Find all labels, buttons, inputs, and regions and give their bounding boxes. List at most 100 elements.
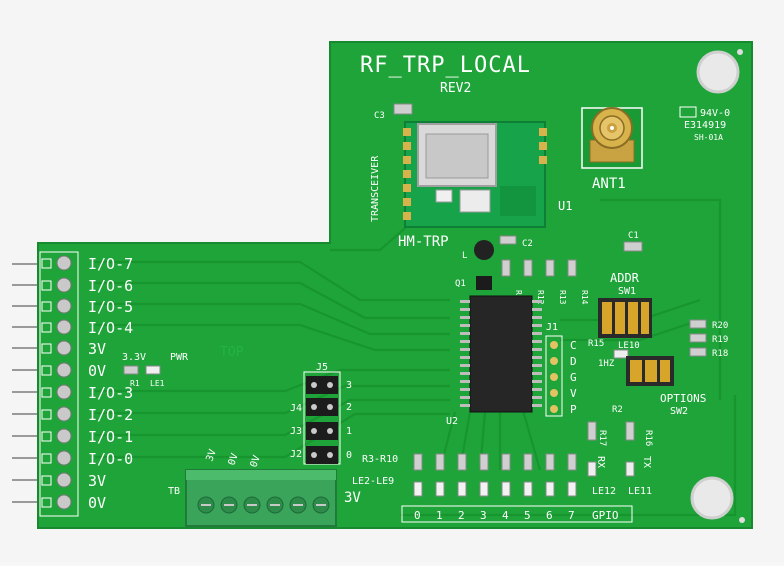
mounting-hole xyxy=(690,476,734,520)
j1-pin-p: P xyxy=(570,403,577,416)
gpio-num: 6 xyxy=(546,509,553,522)
io-label: 0V xyxy=(88,362,106,380)
c1-ref: C1 xyxy=(628,231,639,241)
j1-pin-c: C xyxy=(570,339,577,352)
screw-terminal-block[interactable] xyxy=(185,469,337,527)
r15-ref: R15 xyxy=(588,339,604,349)
terminal-labels: 3V 0V 0V xyxy=(204,448,262,469)
terminal-label: 3V xyxy=(204,448,218,463)
power-r1: R1 xyxy=(130,379,140,388)
board-revision: REV2 xyxy=(440,81,471,96)
antenna-connector xyxy=(581,107,643,169)
io-label: I/O-7 xyxy=(88,255,133,273)
ul-mark: 94V-0 xyxy=(700,108,730,119)
j3-ref: J3 xyxy=(290,426,302,437)
j2-ref: J2 xyxy=(290,449,302,460)
board-title: RF_TRP_LOCAL xyxy=(360,53,531,78)
power-led xyxy=(145,365,161,375)
module-cap-ref: C3 xyxy=(374,111,385,121)
rf-module xyxy=(404,121,546,228)
resistors-r18-r20 xyxy=(689,319,707,357)
options-sw-ref: SW2 xyxy=(670,406,688,417)
module-pads xyxy=(403,128,547,220)
le10-ref: LE10 xyxy=(618,341,640,351)
r20-ref: R20 xyxy=(712,321,728,331)
gpio-leds xyxy=(413,481,577,497)
gpio-num: 3 xyxy=(480,509,487,522)
resistors-r11-r14 xyxy=(501,259,577,277)
c2-ref: C2 xyxy=(522,239,533,249)
power-voltage: 3.3V xyxy=(122,352,146,363)
module-side-label: TRANSCEIVER xyxy=(370,155,381,222)
transistor-q1 xyxy=(476,276,492,290)
ul-code: SH-01A xyxy=(694,133,723,142)
io-label: I/O-6 xyxy=(88,277,133,295)
module-ref: U1 xyxy=(558,199,572,213)
r14-ref: R14 xyxy=(580,290,589,305)
io-label: 3V xyxy=(88,472,106,490)
q1-ref: Q1 xyxy=(455,279,466,289)
antenna-ref: ANT1 xyxy=(592,176,626,192)
ul-file: E314919 xyxy=(684,120,726,131)
u2-ref: U2 xyxy=(446,416,458,427)
io-label: I/O-3 xyxy=(88,384,133,402)
jumper-num-1: 1 xyxy=(346,426,352,437)
led-bank-leds: LE2-LE9 xyxy=(352,476,394,487)
jumper-num-2: 2 xyxy=(346,402,352,413)
power-le1: LE1 xyxy=(150,379,165,388)
io-labels: I/O-7 I/O-6 I/O-5 I/O-4 3V 0V I/O-3 I/O-… xyxy=(88,255,133,512)
led-le12 xyxy=(587,461,597,477)
tx-label: TX xyxy=(641,456,652,468)
io-header xyxy=(39,251,79,517)
r16-ref: R16 xyxy=(643,430,653,446)
addr-label: ADDR xyxy=(610,271,640,285)
terminal-label: 0V xyxy=(248,454,262,469)
io-label: 3V xyxy=(88,340,106,358)
io-label: I/O-2 xyxy=(88,406,133,424)
j1-pin-d: D xyxy=(570,355,577,368)
gpio-resistors xyxy=(413,453,577,471)
inductor xyxy=(474,240,494,260)
gpio-num: 2 xyxy=(458,509,465,522)
le12-ref: LE12 xyxy=(592,486,616,497)
led-le11 xyxy=(625,461,635,477)
jumper-num-0: 0 xyxy=(346,450,352,461)
addr-sw-ref: SW1 xyxy=(618,286,636,297)
jumper-block[interactable] xyxy=(303,371,341,465)
module-name: HM-TRP xyxy=(398,234,449,250)
gpio-num: 5 xyxy=(524,509,531,522)
r13-ref: R13 xyxy=(558,290,567,305)
options-label: OPTIONS xyxy=(660,392,706,405)
top-label: TOP xyxy=(220,345,244,360)
gpio-num: 4 xyxy=(502,509,509,522)
r18-ref: R18 xyxy=(712,349,728,359)
led-bank-supply: 3V xyxy=(344,490,361,506)
pcb-substrate xyxy=(37,41,753,529)
j4-ref: J4 xyxy=(290,403,302,414)
r19-ref: R19 xyxy=(712,335,728,345)
j1-pin-g: G xyxy=(570,371,577,384)
r12-ref: R12 xyxy=(536,290,545,305)
jumper-num-3: 3 xyxy=(346,380,352,391)
l-ref: L xyxy=(462,251,467,261)
gpio-num: 1 xyxy=(436,509,443,522)
j1-header xyxy=(545,335,563,417)
freq-label: 1HZ xyxy=(598,359,615,369)
gpio-number-labels: 0 1 2 3 4 5 6 7 xyxy=(414,509,575,522)
microcontroller-u2 xyxy=(460,295,542,413)
rx-label: RX xyxy=(595,456,606,468)
power-pwr: PWR xyxy=(170,352,189,363)
j5-ref: J5 xyxy=(316,362,328,373)
io-label: I/O-5 xyxy=(88,298,133,316)
r17-ref: R17 xyxy=(597,430,607,446)
terminal-label: 0V xyxy=(226,452,240,467)
options-dip-switch[interactable] xyxy=(626,356,674,386)
j1-ref: J1 xyxy=(546,322,558,333)
left-header-pins xyxy=(12,263,40,503)
io-label: I/O-0 xyxy=(88,450,133,468)
addr-dip-switch[interactable] xyxy=(598,298,652,338)
tb-ref: TB xyxy=(168,486,180,497)
j1-pin-v: V xyxy=(570,387,577,400)
